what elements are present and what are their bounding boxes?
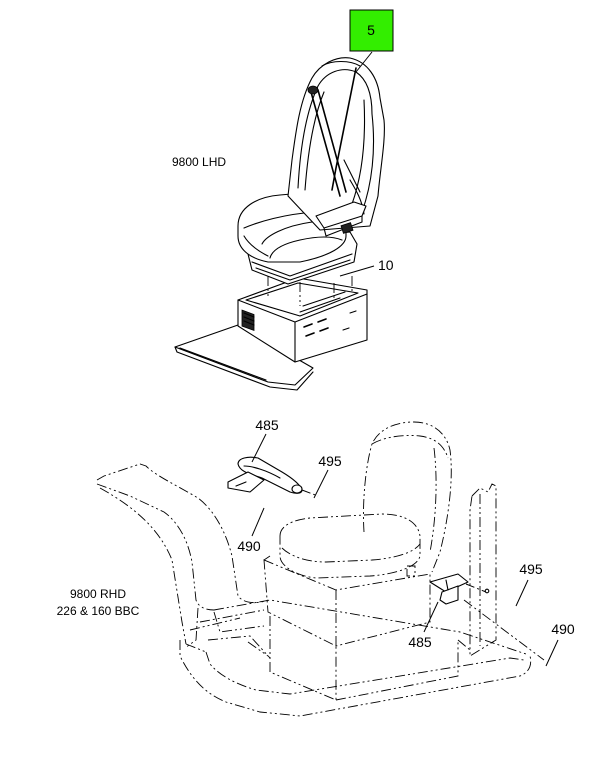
- callout-495-right-label: 495: [519, 561, 543, 577]
- callout-485-left[interactable]: 485: [251, 417, 279, 463]
- lhd-caption: 9800 LHD: [172, 155, 226, 169]
- callout-490-right[interactable]: 490: [545, 621, 575, 667]
- callout-495-right[interactable]: 495: [515, 561, 543, 607]
- left-grab-handle: [227, 456, 319, 497]
- callout-485-right[interactable]: 485: [408, 601, 439, 650]
- rhd-seat-installation: 9800 RHD 226 & 160 BBC 485 495 490 495 4…: [57, 417, 575, 717]
- floor-plate: [174, 324, 314, 391]
- callout-10-label: 10: [378, 257, 394, 273]
- rhd-caption-line1: 9800 RHD: [70, 587, 126, 601]
- callout-5-label: 5: [367, 22, 375, 38]
- seat-pedestal: [247, 555, 459, 701]
- seat-backrest: [287, 57, 385, 231]
- cab-wall: [457, 483, 497, 657]
- callout-495-left[interactable]: 495: [313, 453, 342, 499]
- callout-490-left-label: 490: [237, 538, 261, 554]
- seat-riser-box: [237, 276, 368, 363]
- callout-490-left[interactable]: 490: [237, 507, 265, 554]
- right-grab-handle: [429, 573, 545, 661]
- callout-485-right-label: 485: [408, 634, 432, 650]
- rhd-seat: [279, 421, 452, 579]
- seat-armrest: [315, 201, 367, 237]
- callout-495-left-label: 495: [318, 453, 342, 469]
- cab-floor-outline: [96, 463, 532, 717]
- lhd-seat-assembly: 9800 LHD 5 10: [172, 9, 394, 391]
- rhd-caption-line2: 226 & 160 BBC: [57, 604, 140, 618]
- vent-slots: [241, 309, 255, 331]
- callout-highlight-box: [349, 9, 394, 52]
- callout-10-riser[interactable]: 10: [339, 257, 394, 277]
- callout-490-right-label: 490: [551, 621, 575, 637]
- callout-485-left-label: 485: [255, 417, 279, 433]
- callout-5-seat[interactable]: 5: [349, 9, 394, 73]
